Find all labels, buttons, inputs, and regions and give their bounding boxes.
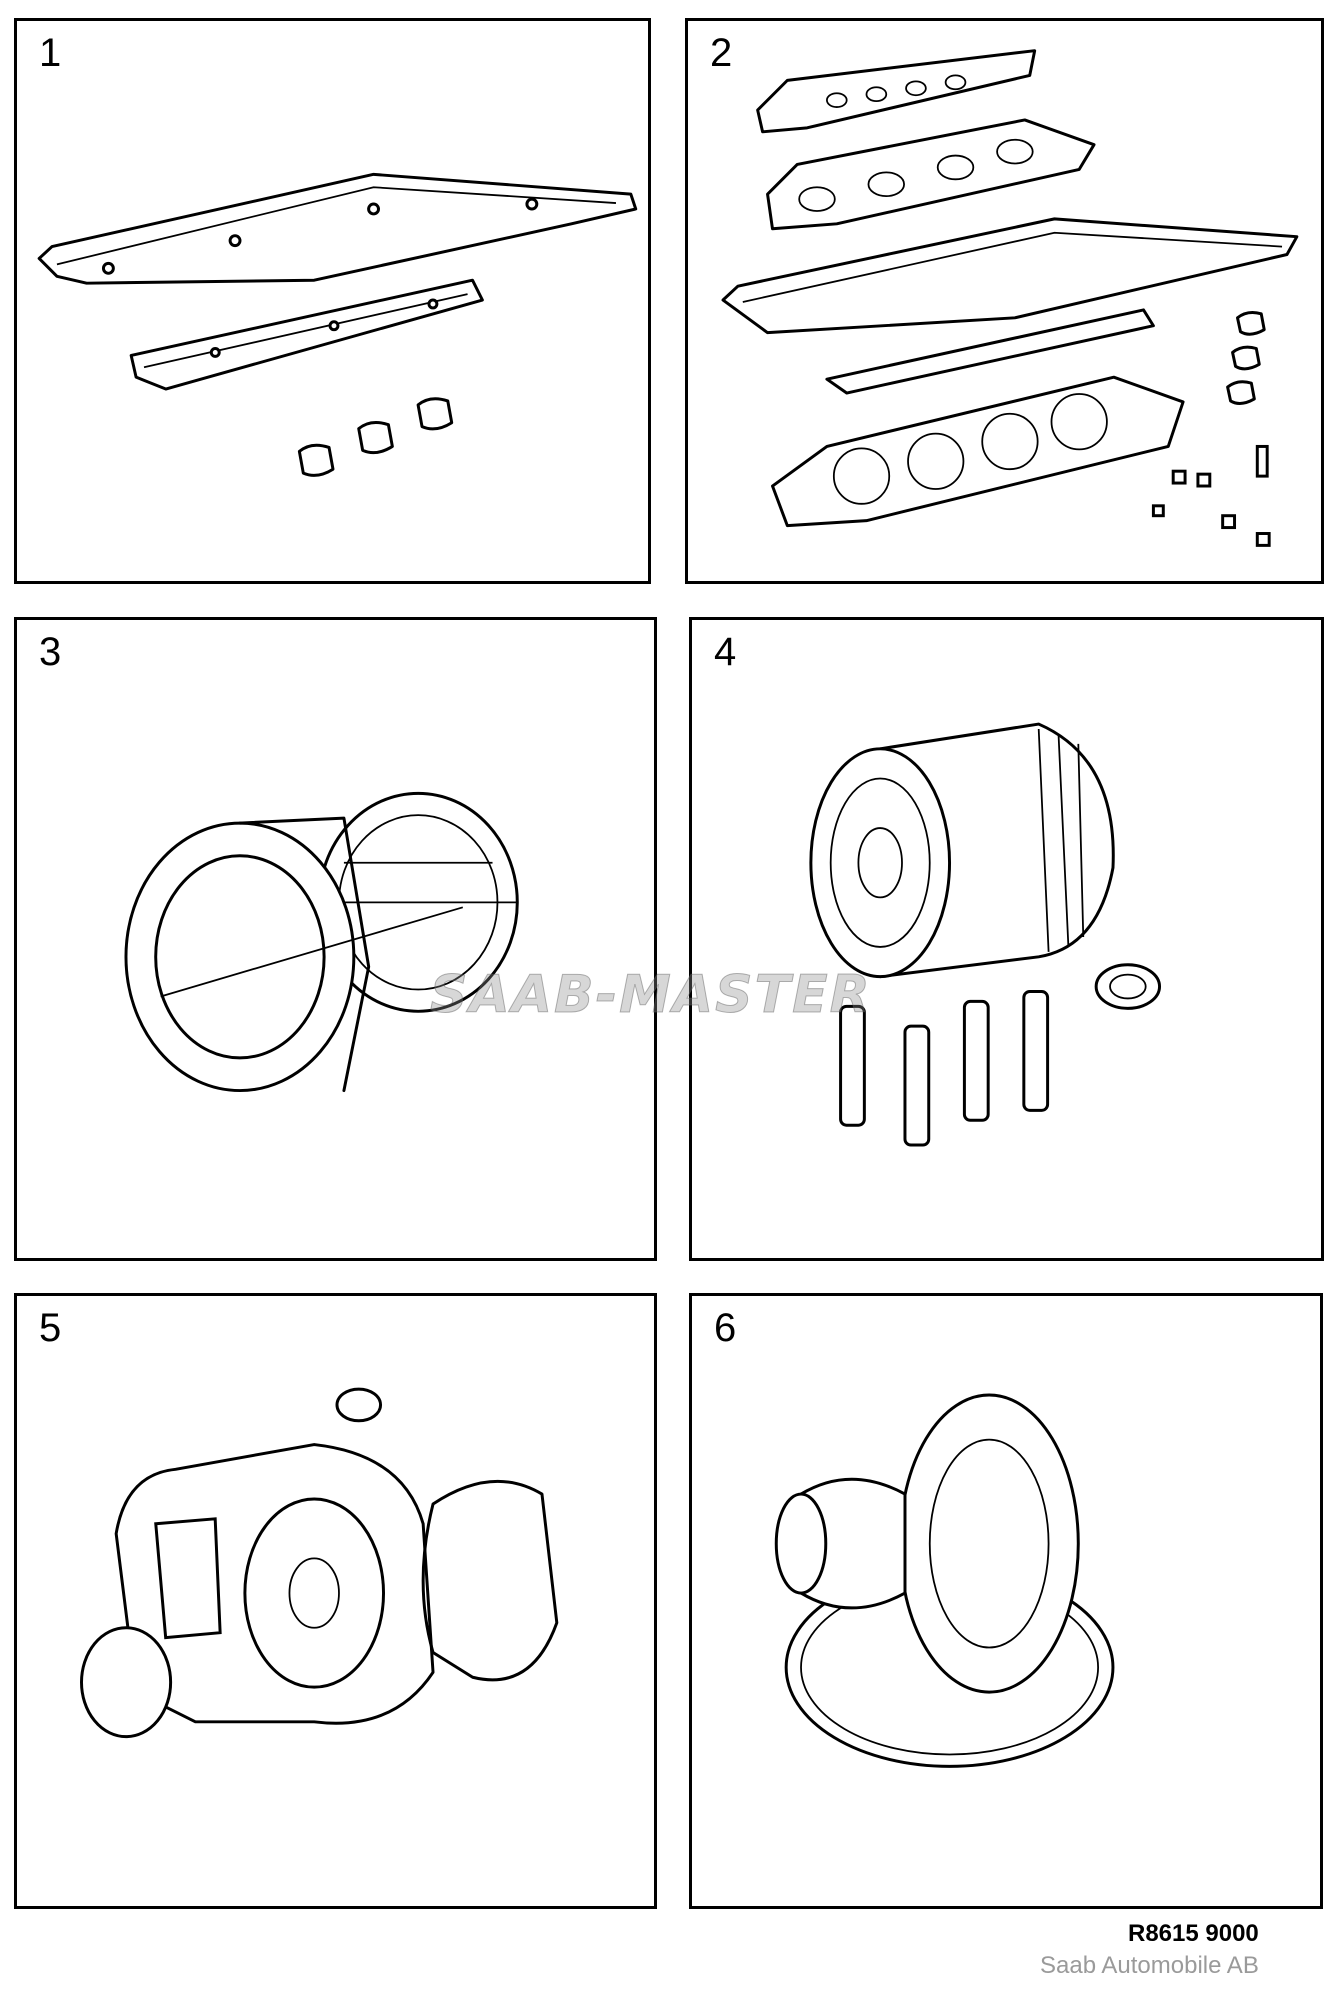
- head-gasket-set-illustration: [721, 49, 1299, 547]
- panel-number: 5: [39, 1306, 62, 1350]
- panel-6-thermostat: 6: [689, 1293, 1323, 1909]
- cam-cover-gasket-illustration: [37, 172, 638, 477]
- watermark-text: SAAB-MASTER: [430, 965, 872, 1026]
- oil-filter-spark-plug-illustration: [809, 722, 1162, 1147]
- thermostat-illustration: [774, 1393, 1115, 1768]
- panel-5-water-pump: 5: [14, 1293, 657, 1909]
- reference-code: R8615 9000: [1128, 1920, 1259, 1947]
- water-pump-illustration: [80, 1387, 559, 1739]
- timing-gear-illustration: [124, 791, 519, 1093]
- panel-4-filter-plugs: 4: [689, 617, 1324, 1261]
- panel-3-timing-gears: 3: [14, 617, 657, 1261]
- panel-number: 2: [710, 31, 733, 75]
- panel-number: 6: [714, 1306, 737, 1350]
- panel-number: 4: [714, 630, 737, 674]
- panel-number: 3: [39, 630, 62, 674]
- panel-2-head-gasket-set: 2: [685, 18, 1324, 584]
- copyright-text: Saab Automobile AB: [1040, 1952, 1259, 1979]
- panel-1-gasket-set: 1: [14, 18, 651, 584]
- panel-number: 1: [39, 31, 62, 75]
